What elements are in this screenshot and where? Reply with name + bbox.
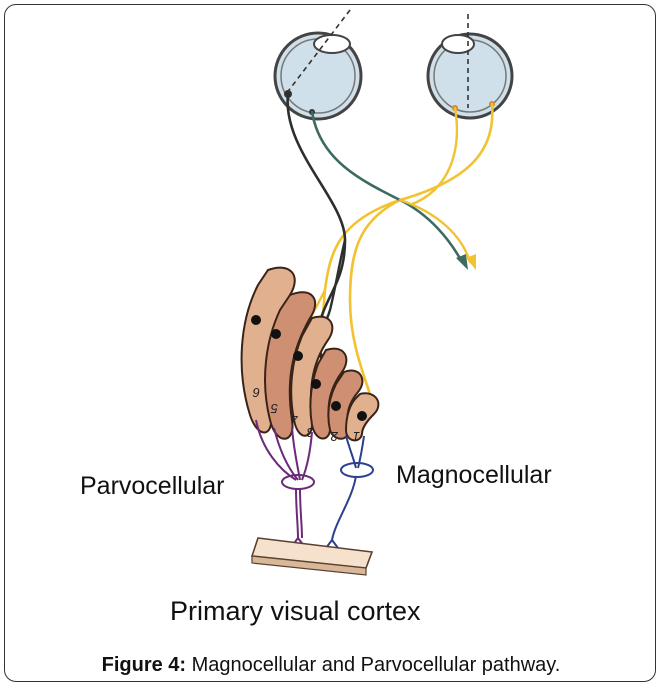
layer-number-4: 4 [291,411,298,426]
layer-number-2: 2 [330,429,339,444]
crossing-fiber-teal [312,112,462,262]
layer-number-5: 5 [270,401,278,416]
crossing-fiber-yellow [300,104,492,330]
figure-number: Figure 4: [102,654,186,676]
layer-number-6: 6 [252,385,260,400]
layer-number-1: 1 [353,429,360,444]
magnocellular-pathway [326,436,373,548]
caption-text: Magnocellular and Parvocellular pathway. [186,654,560,676]
magnocellular-label: Magnocellular [396,461,552,490]
primary-visual-cortex-label: Primary visual cortex [170,596,421,627]
right-eye [428,14,512,118]
primary-visual-cortex [252,538,372,575]
parvocellular-label: Parvocellular [80,472,225,501]
figure-caption: Figure 4: Magnocellular and Parvocellula… [0,654,662,677]
